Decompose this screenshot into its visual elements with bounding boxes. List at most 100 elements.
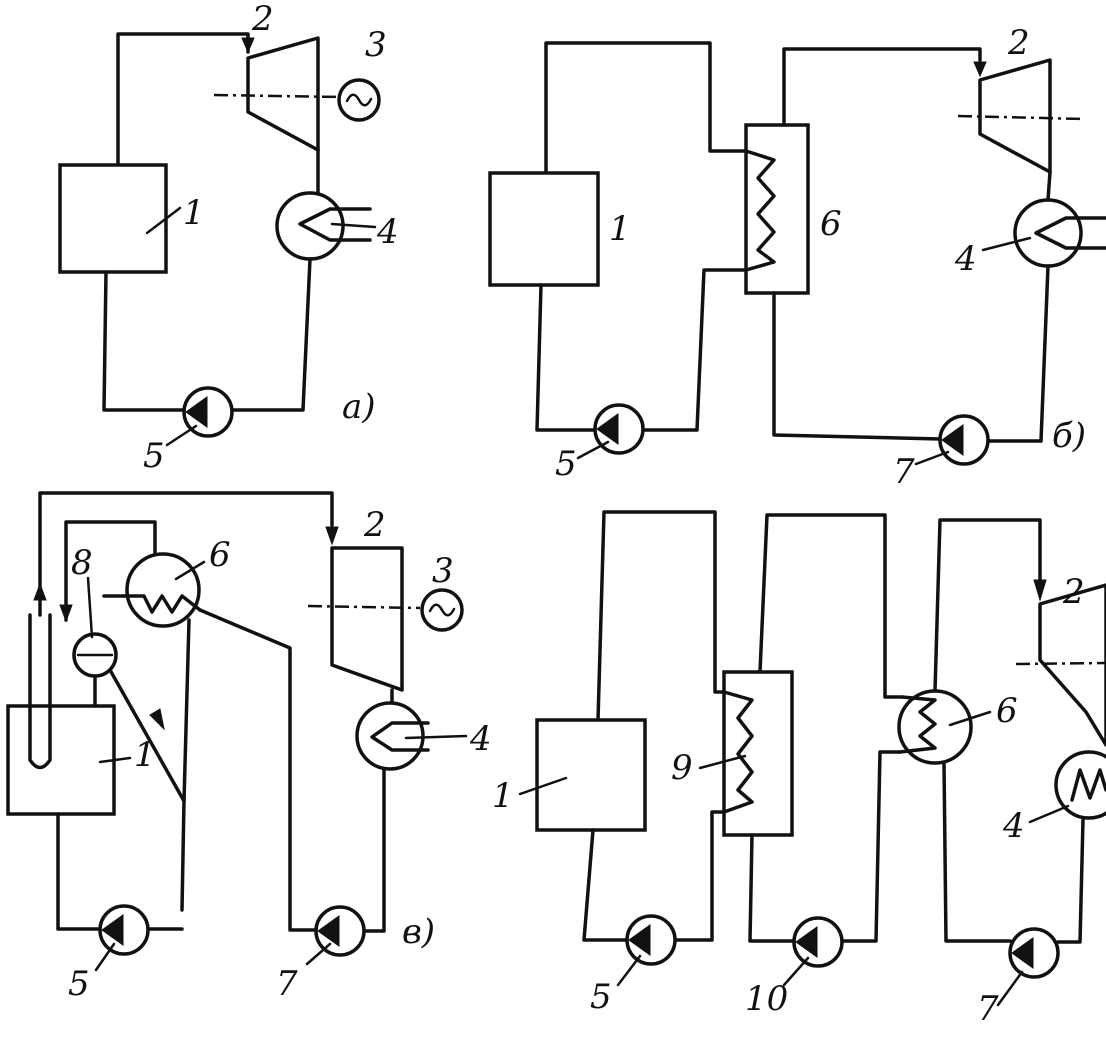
label-a-5: 5 <box>143 436 165 476</box>
condenser-coil-b <box>1034 216 1106 250</box>
pipe-c-primary-return <box>56 798 186 931</box>
leader-d7 <box>996 970 1024 1007</box>
pump-triangle-a <box>185 396 208 428</box>
label-c-1: 1 <box>134 735 156 775</box>
pipe-c-secondary <box>198 608 386 933</box>
condenser-d <box>1054 750 1106 820</box>
pipe-c-steam-line <box>38 491 334 617</box>
subfigure-d: 1 2 4 5 6 7 9 10 <box>492 510 1106 1029</box>
subfigure-tag-b: б) <box>1052 416 1086 456</box>
pump-b-feed-triangle <box>941 424 964 456</box>
reactor-d <box>535 718 647 832</box>
turbine-d <box>1038 583 1106 747</box>
label-d-9: 9 <box>671 748 693 788</box>
ac-symbol-icon <box>345 93 373 107</box>
leader-c1 <box>98 756 132 764</box>
turbine-a <box>246 36 320 152</box>
leader-c8 <box>86 576 94 639</box>
pump-c-primary-triangle <box>101 914 124 946</box>
reactor-c-u-tube-inner <box>28 704 52 770</box>
pump-d-feed <box>1008 927 1060 979</box>
pump-c-feed-triangle <box>317 915 340 947</box>
pipe-a-bottom <box>102 257 312 412</box>
pump-a <box>182 386 234 438</box>
condenser-coil-c <box>370 721 430 752</box>
leader-c7 <box>305 942 332 966</box>
label-d-6: 6 <box>996 691 1018 731</box>
leader-d9 <box>698 754 747 770</box>
label-c-5: 5 <box>68 964 90 1004</box>
flow-arrow-a <box>241 37 255 54</box>
leader-b4 <box>981 236 1032 252</box>
pump-d-primary-triangle <box>628 924 651 956</box>
steam-generator-coil-d <box>898 695 937 754</box>
condenser-c <box>355 701 425 771</box>
label-d-7: 7 <box>977 989 999 1029</box>
leader-a4 <box>330 222 377 229</box>
reactor-c <box>6 704 116 816</box>
flow-arrow-d <box>1033 579 1047 602</box>
steam-generator-coil-b <box>744 149 776 272</box>
steam-generator-coil-c <box>122 594 202 614</box>
label-a-4: 4 <box>376 212 399 252</box>
pipe-d-intermediate <box>748 513 904 943</box>
leader-d6 <box>948 710 992 727</box>
label-c-4: 4 <box>469 719 492 759</box>
pump-b-feed <box>938 414 990 466</box>
label-a-3: 3 <box>365 25 387 65</box>
leader-c4 <box>404 734 468 740</box>
pump-d-intermediate-triangle <box>795 926 818 958</box>
leader-c5 <box>94 942 116 972</box>
turbine-shaft-b <box>957 114 1085 121</box>
pipe-c-to-separator <box>64 520 157 622</box>
flow-arrow-b <box>973 61 987 78</box>
pump-c-feed <box>314 905 366 957</box>
subfigure-tag-a: а) <box>342 387 376 427</box>
pipe-b-secondary-bottom <box>772 264 1050 443</box>
label-c-6: 6 <box>209 535 231 575</box>
label-b-7: 7 <box>893 452 915 492</box>
leader-d5 <box>616 954 642 987</box>
condenser-a <box>275 191 345 261</box>
pipe-b-primary-bottom <box>535 268 748 432</box>
pipe-b-turbine-out <box>1046 170 1052 202</box>
pump-b-primary <box>593 403 645 455</box>
label-b-5: 5 <box>555 444 577 484</box>
pump-b-primary-triangle <box>596 413 619 445</box>
label-b-6: 6 <box>820 204 842 244</box>
subfigure-c: 1 2 3 4 5 6 7 8 в) <box>6 491 492 1004</box>
flow-arrow-c-drain <box>149 708 165 731</box>
reactor-a <box>58 163 168 274</box>
steam-generator-c <box>125 552 201 628</box>
pump-d-intermediate <box>792 916 844 968</box>
ac-symbol-c-icon <box>428 603 456 617</box>
label-c-8: 8 <box>71 543 93 583</box>
pipe-b-primary-top <box>544 41 748 175</box>
leader-a1 <box>145 206 182 235</box>
label-d-1: 1 <box>492 776 514 816</box>
subfigure-tag-c: в) <box>402 912 435 952</box>
label-d-4: 4 <box>1002 806 1025 846</box>
label-d-2: 2 <box>1062 572 1085 612</box>
label-b-2: 2 <box>1007 23 1030 63</box>
turbine-shaft-c <box>307 604 421 610</box>
label-c-7: 7 <box>276 964 298 1004</box>
label-c-3: 3 <box>432 551 454 591</box>
leader-d4 <box>1028 804 1070 824</box>
label-c-2: 2 <box>363 505 386 545</box>
leader-a5 <box>165 424 198 447</box>
pipe-c-drain <box>108 618 191 803</box>
label-b-1: 1 <box>609 209 631 249</box>
leader-b7 <box>914 450 950 466</box>
condenser-coil-d <box>1070 768 1106 802</box>
subfigure-a: 1 2 3 4 5 а) <box>58 0 399 476</box>
subfigure-b: 1 2 4 5 6 7 б) <box>488 23 1106 492</box>
label-a-2: 2 <box>251 0 274 39</box>
turbine-shaft-a <box>213 93 341 99</box>
condenser-coil-a <box>298 207 372 242</box>
flow-arrow-c-up <box>33 582 47 601</box>
intermediate-coil-d <box>722 690 754 814</box>
leader-c6 <box>174 560 206 581</box>
pump-d-feed-triangle <box>1011 937 1034 969</box>
